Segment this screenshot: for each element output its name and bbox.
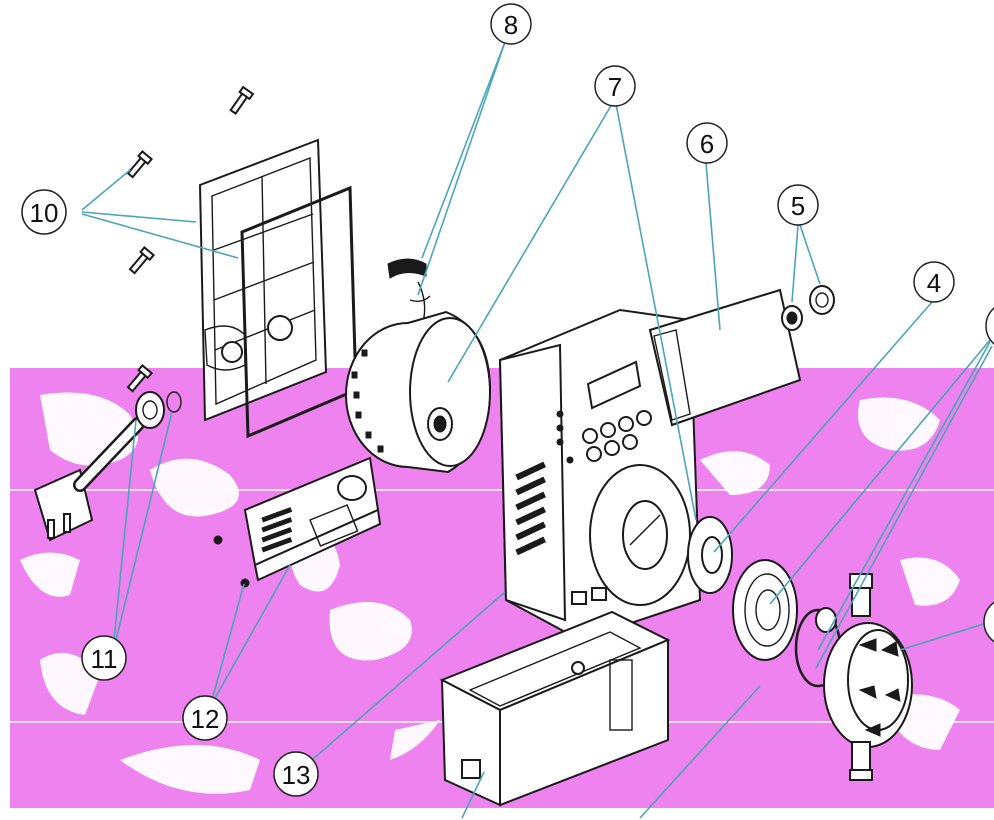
callout-cut-right-lower [983, 601, 994, 643]
mounting-base [439, 610, 671, 807]
callout-11: 11 [81, 635, 127, 681]
callout-10: 10 [21, 189, 67, 235]
callout-13-label: 13 [282, 760, 311, 790]
callout-6: 6 [686, 122, 728, 164]
callout-6-label: 6 [700, 129, 714, 159]
cable-clip [387, 258, 431, 323]
diaphragm [732, 559, 798, 661]
callout-7-label: 7 [608, 72, 622, 102]
callout-4: 4 [913, 261, 955, 303]
callout-13: 13 [273, 751, 319, 797]
pump-housing [498, 308, 702, 642]
callout-cut-right-upper [985, 307, 994, 345]
callout-5: 5 [777, 184, 819, 226]
callout-5-label: 5 [791, 191, 805, 221]
front-label-panel [648, 288, 802, 427]
power-cable-plug [33, 391, 165, 542]
callout-8-label: 8 [504, 10, 518, 40]
callout-8: 8 [490, 3, 532, 45]
rear-cover-frame [198, 138, 328, 422]
callout-7: 7 [594, 65, 636, 107]
screws [126, 85, 255, 393]
callout-10-label: 10 [30, 198, 59, 228]
leader-lines [81, 41, 993, 819]
solenoid-magnet [345, 310, 492, 474]
callout-11-label: 11 [91, 644, 118, 674]
gland-ring [166, 391, 182, 413]
control-pcb [213, 456, 382, 588]
knob-set [781, 285, 835, 331]
diaphragm-ring [687, 516, 733, 594]
callout-12-label: 12 [191, 704, 220, 734]
pump-head [815, 573, 913, 781]
callout-12: 12 [182, 695, 228, 741]
callout-4-label: 4 [927, 268, 941, 298]
